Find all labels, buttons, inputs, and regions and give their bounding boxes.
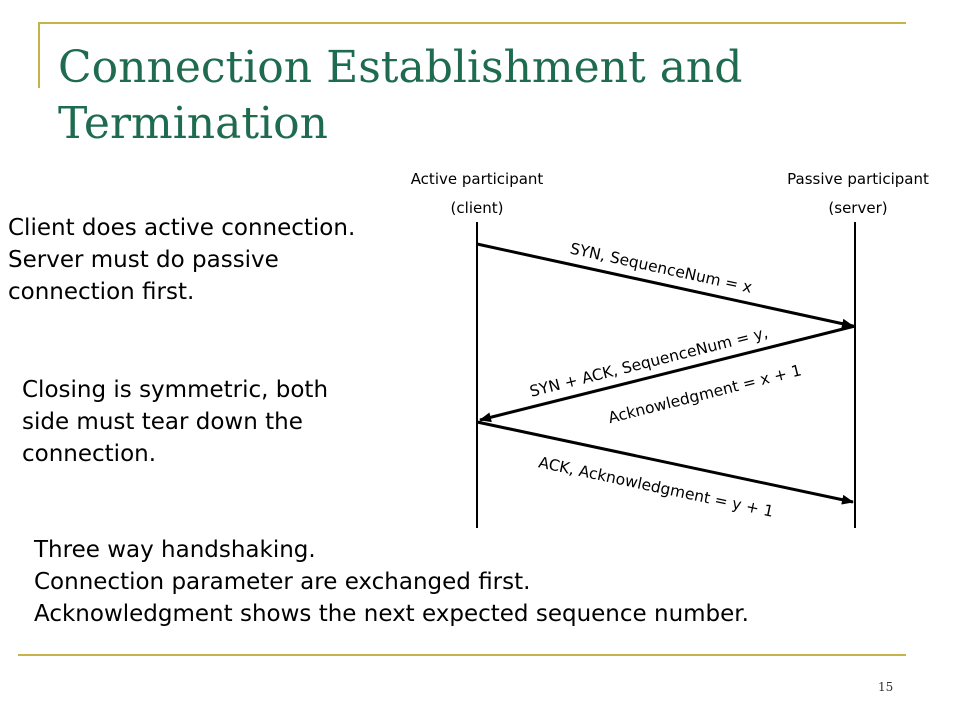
syn-arrow [476,242,854,329]
passive-participant-label: Passive participant [787,170,929,188]
passive-participant-role: (server) [828,199,887,217]
frame-top-rule [38,22,906,24]
syn-message-label: SYN, SequenceNum = x [568,240,753,297]
closing-note: Closing is symmetric, both side must tea… [22,374,328,470]
handshake-note-line: Three way handshaking. [34,537,316,563]
frame-bottom-rule [18,654,906,656]
ack-arrow [476,420,854,505]
closing-note-line: Closing is symmetric, both [22,377,329,403]
handshake-note-line: Connection parameter are exchanged first… [34,569,531,595]
syn-ack-arrow [479,324,856,423]
slide-title: Connection Establishment and Termination [58,42,743,149]
closing-note-line: side must tear down the [22,409,303,435]
handshake-note-line: Acknowledgment shows the next expected s… [34,601,749,627]
frame-left-rule [38,22,40,88]
client-note: Client does active connection. Server mu… [8,212,355,308]
ack-message-label: ACK, Acknowledgment = y + 1 [537,453,775,520]
active-participant-role: (client) [451,199,504,217]
client-note-line: Server must do passive [8,247,279,273]
closing-note-line: connection. [22,441,157,467]
handshake-note: Three way handshaking. Connection parame… [34,534,749,630]
client-note-line: Client does active connection. [8,215,356,241]
page-number: 15 [878,680,894,694]
active-participant-label: Active participant [411,170,544,188]
client-note-line: connection first. [8,279,195,305]
